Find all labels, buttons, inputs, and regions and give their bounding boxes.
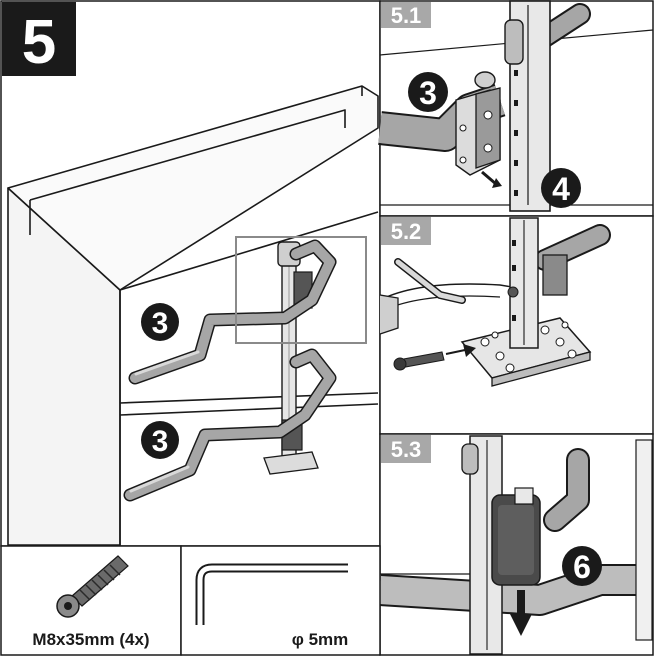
svg-text:4: 4 (552, 171, 570, 207)
detail-5-1: 5.1 3 4 (378, 0, 654, 217)
callout-lower: 3 (141, 421, 179, 459)
step-number: 5 (22, 8, 56, 77)
svg-text:3: 3 (152, 307, 169, 340)
cabinet (7, 85, 379, 546)
screw-icon (56, 555, 129, 618)
part-screw: M8x35mm (4x) (0, 545, 182, 656)
svg-text:5.3: 5.3 (391, 437, 422, 462)
substep-badge-5-1 (381, 2, 431, 28)
substep-badge-5-3 (381, 435, 431, 463)
substep-badge-5-2 (381, 217, 431, 245)
part-allen-key: φ 5mm (180, 545, 381, 656)
main-panel: 5 (0, 0, 381, 547)
detail-5-3: 5.3 6 (379, 433, 654, 656)
svg-text:3: 3 (152, 425, 169, 458)
base-plate (263, 451, 319, 475)
callout-5-1-bracket: 3 (408, 72, 448, 112)
step-badge: 5 (2, 2, 76, 77)
allen-key-label: φ 5mm (292, 630, 349, 649)
callout-5-1-hinge: 4 (541, 168, 581, 208)
svg-text:5.1: 5.1 (391, 3, 422, 28)
svg-text:5.2: 5.2 (391, 219, 422, 244)
detail-5-2: 5.2 (379, 215, 654, 435)
svg-text:3: 3 (419, 75, 437, 111)
lower-basket-frame (123, 348, 337, 502)
upper-basket-frame (128, 239, 337, 385)
detail-highlight (235, 236, 367, 344)
callout-5-3-slider: 6 (562, 546, 602, 586)
svg-text:6: 6 (573, 549, 591, 585)
screw-label: M8x35mm (4x) (32, 630, 149, 649)
allen-key-icon (195, 563, 348, 625)
callout-upper: 3 (141, 303, 179, 341)
